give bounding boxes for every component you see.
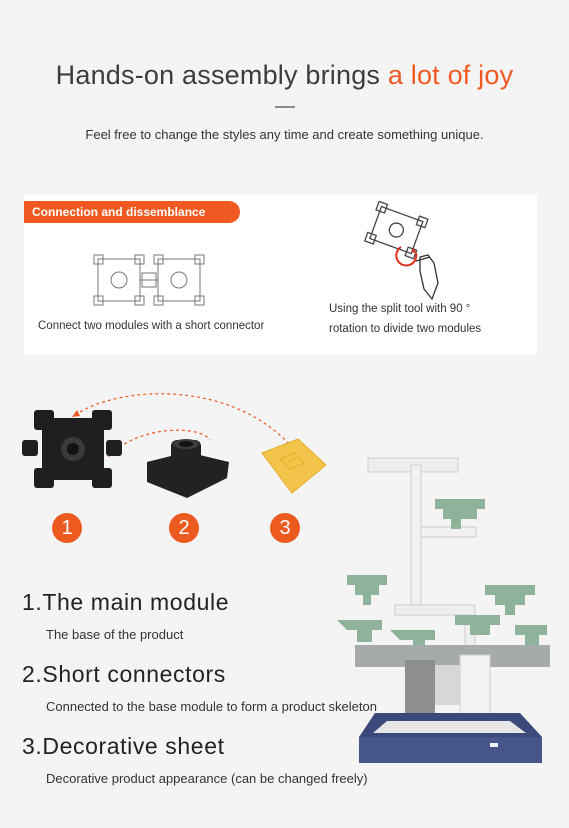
number-badge-1: 1 [52, 513, 82, 543]
number-badge-2: 2 [169, 513, 199, 543]
number-badge-3: 3 [270, 513, 300, 543]
assembled-tree-image [337, 457, 550, 763]
component-desc-2: Connected to the base module to form a p… [46, 699, 377, 714]
split-tool-diagram [363, 201, 439, 301]
right-caption-line2: rotation to divide two modules [329, 323, 482, 335]
page-title-accent: a lot of joy [387, 60, 514, 90]
page-title-main: Hands-on assembly brings [55, 60, 388, 90]
right-caption: Using the split tool with 90 ° rotation … [329, 299, 481, 339]
page-title: Hands-on assembly brings a lot of joy [0, 60, 569, 91]
right-caption-line1: Using the split tool with 90 ° [329, 303, 471, 315]
title-divider [275, 106, 295, 108]
page-subtitle: Feel free to change the styles any time … [85, 127, 484, 142]
mode-badge: Connection and dissemblance mode [24, 201, 240, 241]
component-title-3: 3.Decorative sheet [22, 733, 225, 759]
component-title-2: 2.Short connectors [22, 661, 226, 687]
component-title-1: 1.The main module [22, 589, 230, 615]
left-caption: Connect two modules with a short connect… [38, 320, 265, 332]
short-connector-image [147, 439, 229, 498]
component-desc-3: Decorative product appearance (can be ch… [46, 771, 368, 786]
decorative-sheet-image [261, 438, 327, 494]
main-module-image [22, 410, 122, 488]
component-desc-1: The base of the product [46, 627, 184, 642]
connector-diagram [93, 254, 205, 306]
